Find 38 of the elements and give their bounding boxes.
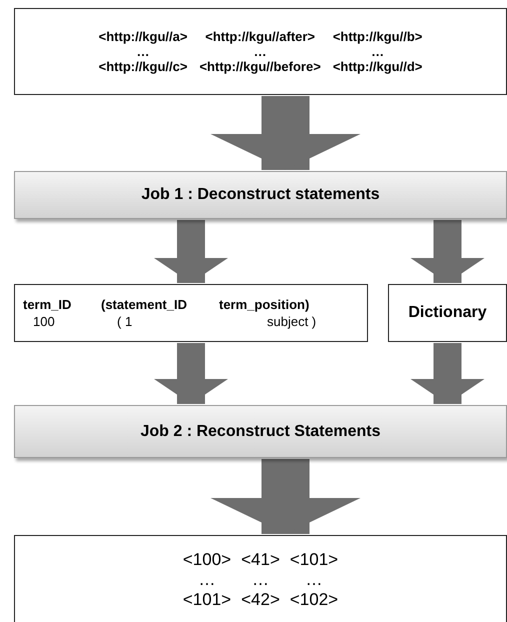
process-bar xyxy=(14,171,507,219)
data-box xyxy=(388,284,507,342)
node-text: subject ) xyxy=(266,314,316,329)
block-arrow xyxy=(210,459,360,534)
node-text: <101> xyxy=(182,590,232,610)
data-box xyxy=(14,8,507,95)
node-text: term_ID xyxy=(23,297,72,312)
data-box xyxy=(14,284,368,342)
node-text: … xyxy=(254,44,267,59)
block-arrow xyxy=(154,343,228,404)
node-text: <http://kgu//b> xyxy=(332,29,422,44)
block-arrow xyxy=(410,220,484,283)
node-text: <http://kgu//c> xyxy=(98,59,188,74)
node-text: … xyxy=(305,570,322,590)
node-text: term_position) xyxy=(219,297,310,312)
node-text: <100> xyxy=(182,550,232,570)
node-text: 100 xyxy=(32,314,55,329)
node-text: … xyxy=(198,570,216,590)
node-text: <102> xyxy=(290,590,338,610)
node-text: <42> xyxy=(241,590,280,610)
node-text: <http://kgu//a> xyxy=(98,29,188,44)
node-text: … xyxy=(371,44,384,59)
node-text: (statement_ID xyxy=(101,297,187,312)
block-arrow xyxy=(154,220,228,283)
bar-label: Job 2 : Reconstruct Statements xyxy=(140,422,381,440)
node-text: <101> xyxy=(290,550,338,570)
node-text: <41> xyxy=(241,550,280,570)
bar-label: Job 1 : Deconstruct statements xyxy=(141,186,380,204)
block-arrow xyxy=(210,96,360,170)
process-bar xyxy=(14,405,507,458)
data-box xyxy=(14,535,507,622)
node-text: ( 1 xyxy=(116,314,132,329)
node-text: <http://kgu//after> xyxy=(205,29,316,44)
node-text: … xyxy=(252,570,269,590)
node-text: <http://kgu//d> xyxy=(332,59,422,74)
node-text: Dictionary xyxy=(408,304,487,322)
node-text: … xyxy=(136,44,150,59)
node-text: <http://kgu//before> xyxy=(199,59,321,74)
